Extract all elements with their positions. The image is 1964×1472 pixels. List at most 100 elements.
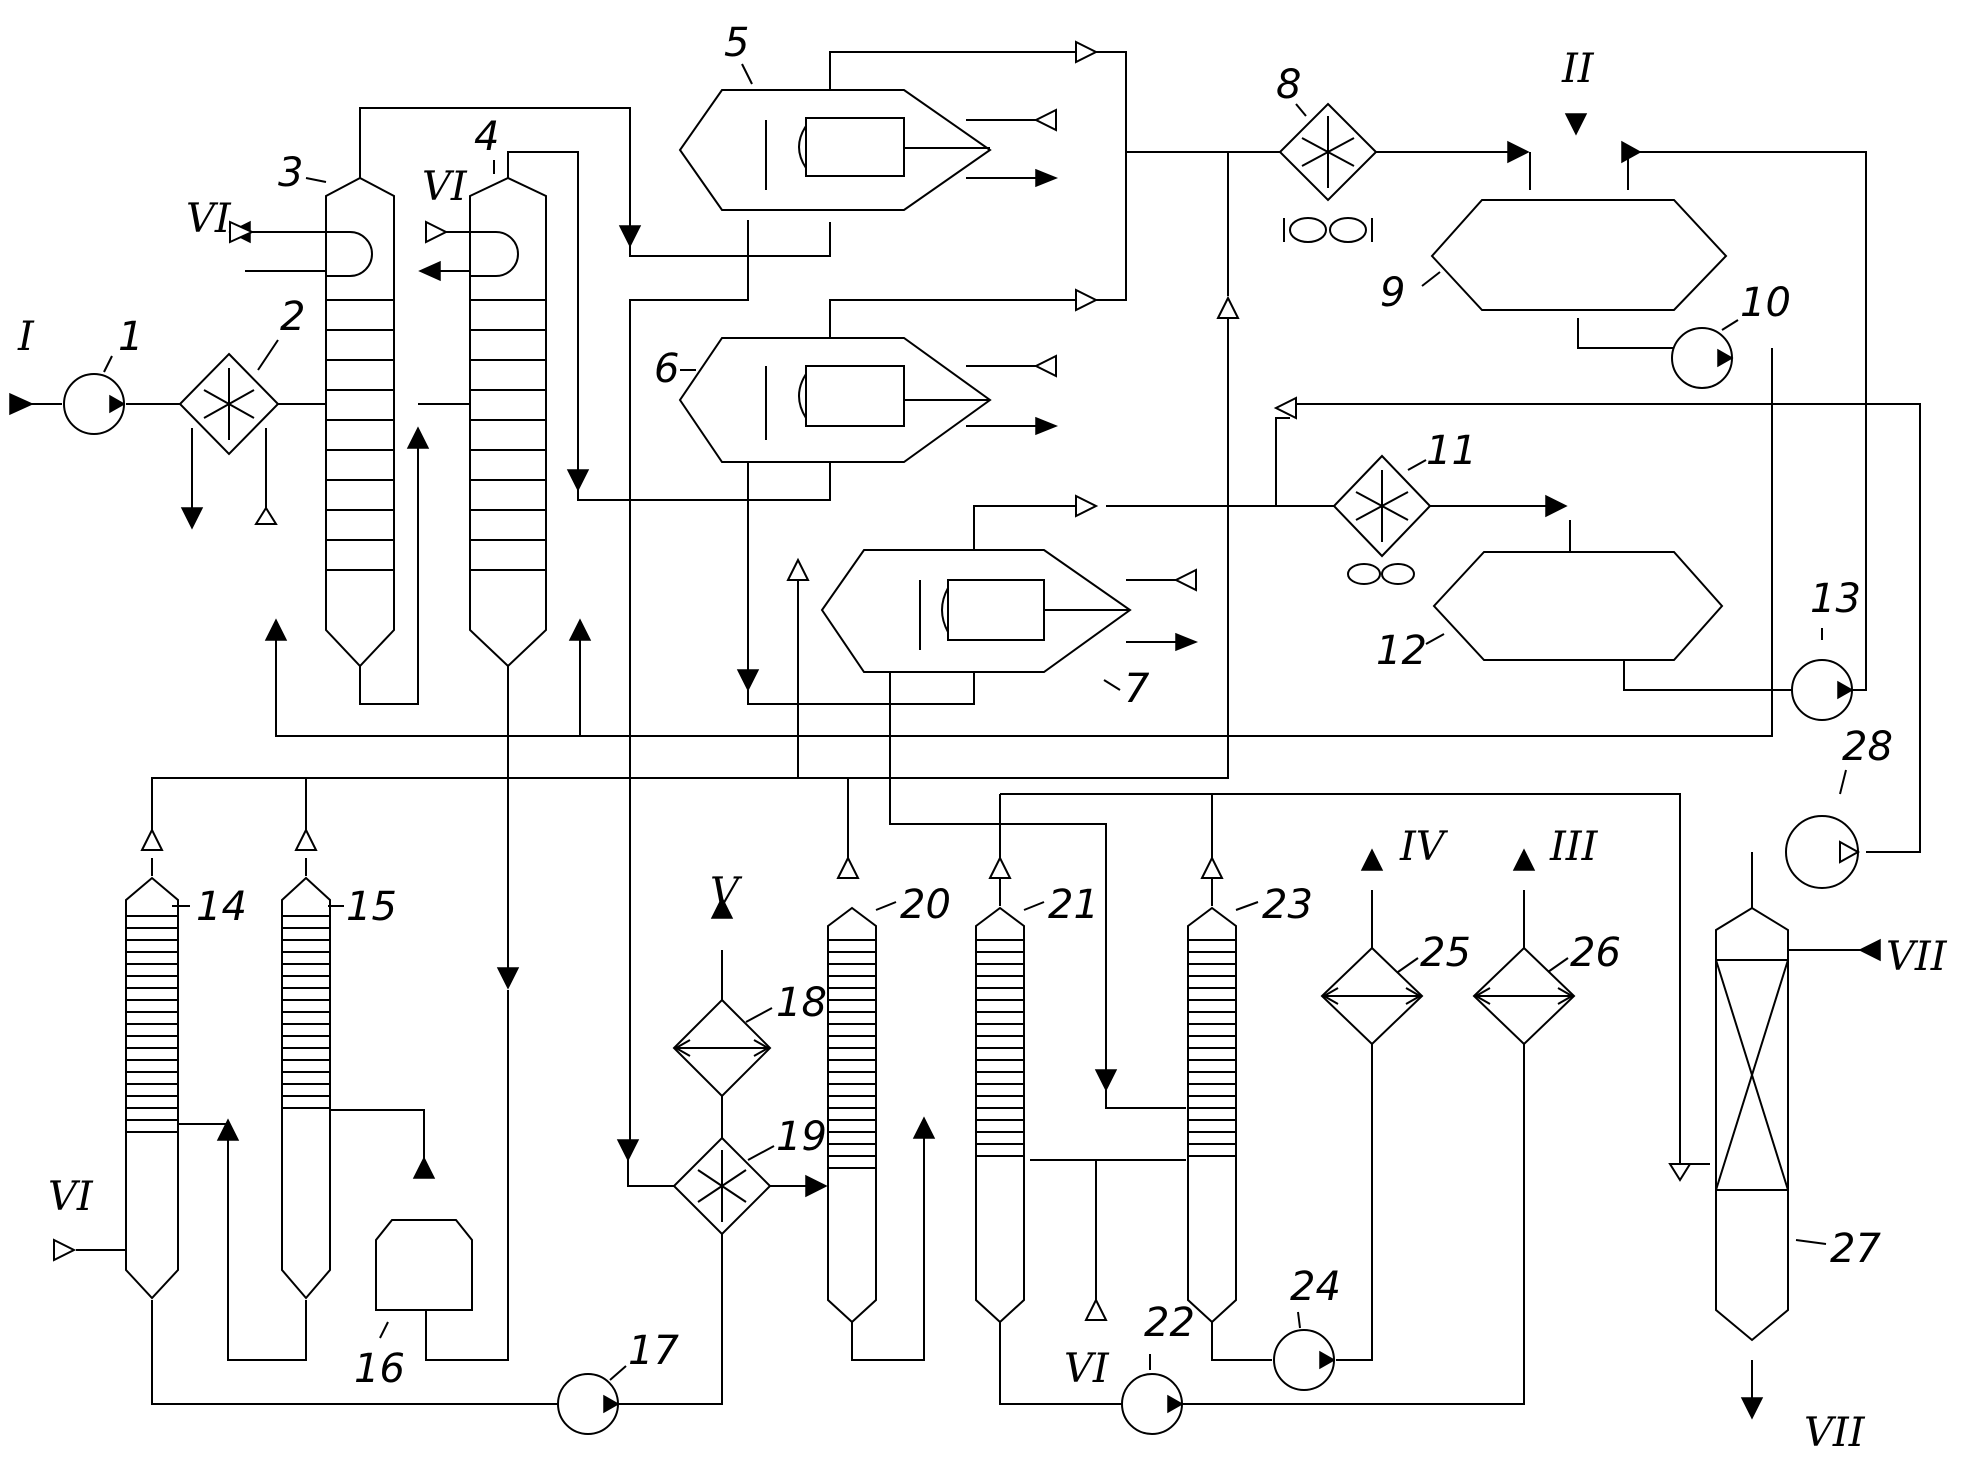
label-8: 8 <box>1276 62 1301 108</box>
arrow-to-14 <box>216 1118 240 1141</box>
arrow-VI-14 <box>53 1238 77 1262</box>
label-14: 14 <box>196 884 247 930</box>
label-1: 1 <box>118 314 143 360</box>
label-2: 2 <box>280 294 305 340</box>
column-20 <box>827 906 877 1324</box>
arrow-6-top <box>1075 288 1099 312</box>
arrow-c4-reboil <box>568 618 592 641</box>
column-3 <box>325 176 395 668</box>
arrow-c3-reboil <box>264 618 288 641</box>
column-23 <box>1187 906 1237 1324</box>
arrow-to-11 <box>1273 396 1297 420</box>
arrow-to-20 <box>805 1174 828 1198</box>
arrow-c4-out <box>418 260 441 282</box>
label-27: 27 <box>1830 1226 1881 1272</box>
arrow-VI-c4 <box>425 220 449 244</box>
arrow-to-12 <box>1545 494 1568 518</box>
arrow-to-6 <box>566 469 590 492</box>
arrow-VI-21 <box>1084 1297 1108 1321</box>
arrow-up-7 <box>786 557 810 581</box>
arrow-6-out <box>1035 416 1059 436</box>
arrow-c4-feed <box>406 426 430 449</box>
process-lines <box>22 51 1921 1405</box>
arrow-6-in <box>1033 354 1057 378</box>
reactor-5 <box>678 89 992 211</box>
arrow-to-27 <box>1668 1163 1692 1182</box>
column-15 <box>281 876 331 1300</box>
arrow-14-top <box>140 827 164 851</box>
label-18: 18 <box>776 980 827 1026</box>
labels: 1 2 3 4 5 6 7 8 9 10 11 12 13 14 15 16 1… <box>17 20 1948 1456</box>
stream-label-VII-out: VII <box>1804 1410 1866 1456</box>
stream-label-VII-in: VII <box>1886 934 1948 980</box>
arrow-23-top <box>1200 855 1224 879</box>
label-25: 25 <box>1420 930 1471 976</box>
arrow-7-in <box>1173 568 1197 592</box>
label-4: 4 <box>474 114 499 160</box>
arrow-to-19 <box>616 1139 640 1162</box>
pump-arrow-28 <box>1839 840 1861 864</box>
label-9: 9 <box>1380 270 1405 316</box>
reactor-7 <box>820 549 1132 673</box>
column-21 <box>975 906 1025 1324</box>
flow-arrows <box>9 40 1881 1420</box>
label-17: 17 <box>628 1328 679 1374</box>
arrow-to-21 <box>912 1116 936 1139</box>
arrow-VII-in <box>1858 938 1881 962</box>
label-19: 19 <box>776 1114 827 1160</box>
label-16: 16 <box>354 1346 405 1392</box>
inlet-arrow-I <box>9 392 34 416</box>
pump-arrow-10 <box>1717 348 1734 368</box>
arrow-16-up <box>412 1156 436 1179</box>
pump-arrow-17 <box>603 1394 620 1414</box>
arrow-to-9b <box>1621 140 1642 164</box>
arrow-IV-out <box>1360 848 1384 871</box>
fan-icon-11 <box>1347 563 1415 585</box>
label-11: 11 <box>1426 428 1477 474</box>
stream-label-IV: IV <box>1399 824 1449 870</box>
arrow-7-out <box>1175 632 1199 652</box>
label-12: 12 <box>1376 628 1427 674</box>
label-15: 15 <box>346 884 397 930</box>
arrow-5-out <box>1035 168 1059 188</box>
arrow-II-in <box>1564 113 1588 136</box>
arrow-5-top <box>1075 40 1099 64</box>
stream-label-V: V <box>710 870 743 916</box>
label-22: 22 <box>1144 1300 1195 1346</box>
arrow-to-16 <box>496 967 520 990</box>
equipment <box>63 89 1859 1435</box>
arrow-20-top <box>836 855 860 879</box>
arrow-to-7 <box>736 669 760 692</box>
label-10: 10 <box>1740 280 1791 326</box>
label-5: 5 <box>724 20 749 66</box>
label-7: 7 <box>1124 666 1150 712</box>
pump-arrow-13 <box>1837 680 1854 700</box>
separator-9 <box>1430 199 1728 311</box>
arrow-to-23 <box>1094 1069 1118 1092</box>
label-23: 23 <box>1262 882 1313 928</box>
column-27 <box>1715 906 1789 1342</box>
reactor-6 <box>678 337 992 463</box>
label-28: 28 <box>1842 724 1893 770</box>
fan-icon-8 <box>1283 217 1373 243</box>
arrow-V-out <box>710 896 734 919</box>
label-3: 3 <box>278 150 303 196</box>
label-20: 20 <box>900 882 951 928</box>
separator-12 <box>1432 551 1724 661</box>
arrow-III-out <box>1512 848 1536 871</box>
label-24: 24 <box>1290 1264 1341 1310</box>
pump-arrow-1 <box>109 394 126 414</box>
pump-arrow-22 <box>1167 1394 1184 1414</box>
arrow-VII-out <box>1740 1397 1764 1420</box>
label-26: 26 <box>1570 930 1621 976</box>
arrow-21-top <box>988 855 1012 879</box>
arrow-to-9a <box>1507 140 1530 164</box>
label-6: 6 <box>654 346 679 392</box>
column-14 <box>125 876 179 1300</box>
separator-16 <box>375 1219 473 1311</box>
stream-label-III: III <box>1549 824 1599 870</box>
stream-label-VI-21: VI <box>1064 1346 1110 1392</box>
stream-label-I: I <box>17 314 35 360</box>
arrow-to-5 <box>618 225 642 248</box>
